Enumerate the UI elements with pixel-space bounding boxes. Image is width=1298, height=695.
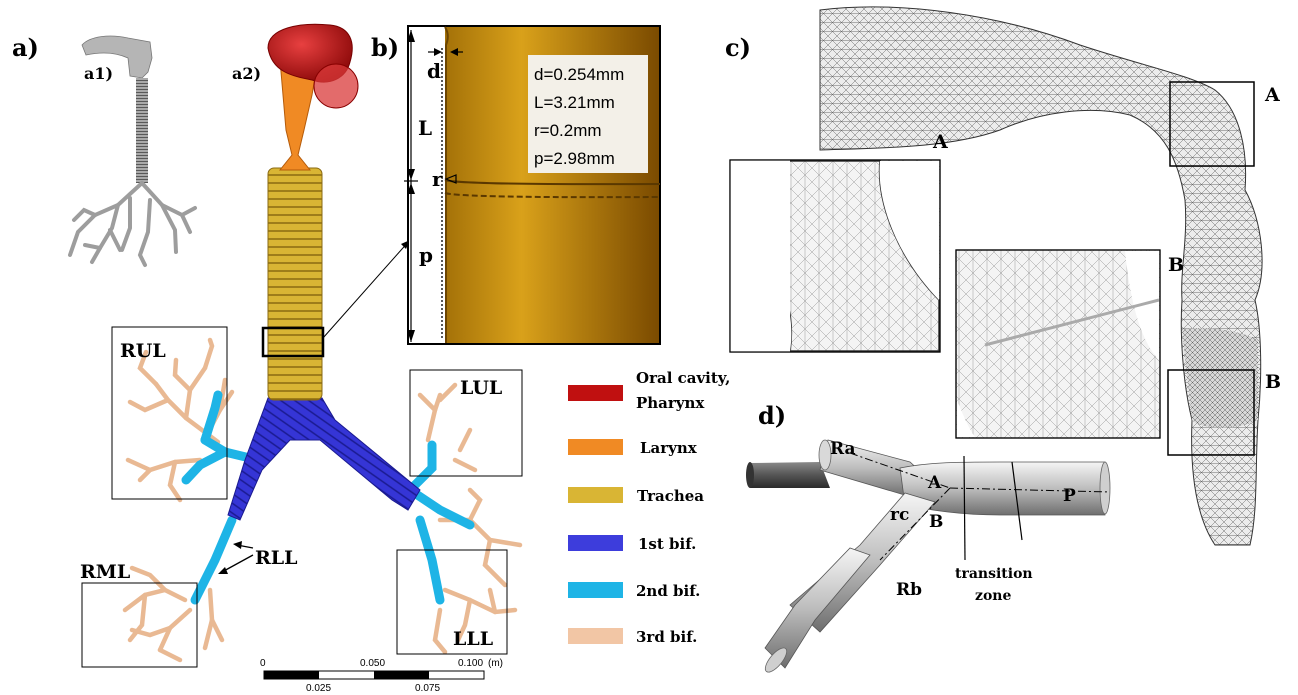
- bifurcation-panel-d: [746, 439, 1111, 673]
- panel-label-c: c): [725, 33, 751, 62]
- airway-thumbnail-a1: [68, 35, 197, 267]
- region-label-rul: RUL: [120, 340, 166, 362]
- mesh-marker-B-inset: B: [1168, 254, 1184, 276]
- mesh-panel-c: [729, 6, 1263, 546]
- legend-swatch-trachea: [568, 487, 623, 503]
- scale-tick-0: 0: [260, 658, 266, 669]
- panel-label-a: a): [12, 33, 39, 62]
- legend-label-1st: 1st bif.: [638, 535, 696, 553]
- param-d: d=0.254mm: [534, 65, 624, 84]
- mesh-marker-B-right: B: [1265, 371, 1281, 393]
- legend-label-2nd: 2nd bif.: [636, 582, 700, 600]
- bif-label-Rb: Rb: [896, 580, 922, 600]
- legend-label-oral-1: Oral cavity,: [636, 369, 730, 387]
- region-label-rml: RML: [80, 561, 130, 583]
- transition-zone-line2: zone: [975, 588, 1011, 604]
- param-r: r=0.2mm: [534, 121, 602, 140]
- trachea-detail-b: [404, 25, 661, 345]
- legend: [568, 385, 623, 644]
- panel-label-a1: a1): [84, 64, 113, 83]
- scale-tick-075: 0.075: [415, 683, 440, 694]
- mesh-marker-A-left: A: [932, 131, 948, 153]
- legend-label-larynx: Larynx: [640, 439, 698, 457]
- bif-label-A: A: [927, 473, 942, 493]
- scale-tick-025: 0.025: [306, 683, 331, 694]
- bif-label-B: B: [929, 512, 943, 532]
- legend-swatch-larynx: [568, 439, 623, 455]
- mesh-marker-A-right: A: [1264, 84, 1280, 106]
- legend-swatch-2nd: [568, 582, 623, 598]
- bif-label-P: P: [1063, 486, 1076, 506]
- legend-label-3rd: 3rd bif.: [636, 628, 697, 646]
- dim-label-L: L: [418, 116, 432, 140]
- legend-swatch-oral: [568, 385, 623, 401]
- panel-label-d: d): [758, 401, 786, 430]
- scale-tick-050: 0.050: [360, 658, 385, 669]
- legend-swatch-1st: [568, 535, 623, 551]
- airway-model-a2: [81, 23, 523, 668]
- region-label-rll: RLL: [255, 547, 298, 569]
- scale-tick-100: 0.100: [458, 658, 483, 669]
- transition-zone-line1: transition: [955, 566, 1033, 582]
- region-label-lul: LUL: [460, 377, 502, 399]
- bif-label-Ra: Ra: [830, 439, 856, 459]
- region-label-lll: LLL: [453, 628, 493, 650]
- legend-label-trachea: Trachea: [637, 487, 704, 505]
- bif-label-rc: rc: [890, 505, 909, 525]
- param-p: p=2.98mm: [534, 149, 615, 168]
- scale-unit: (m): [488, 658, 503, 669]
- dim-label-r: r: [432, 167, 443, 191]
- dim-label-d: d: [427, 59, 441, 83]
- panel-label-a2: a2): [232, 64, 261, 83]
- legend-label-oral-2: Pharynx: [636, 394, 705, 412]
- panel-label-b: b): [371, 33, 399, 62]
- dim-label-p: p: [419, 243, 433, 267]
- scale-bar: [263, 670, 485, 680]
- param-L: L=3.21mm: [534, 93, 615, 112]
- legend-swatch-3rd: [568, 628, 623, 644]
